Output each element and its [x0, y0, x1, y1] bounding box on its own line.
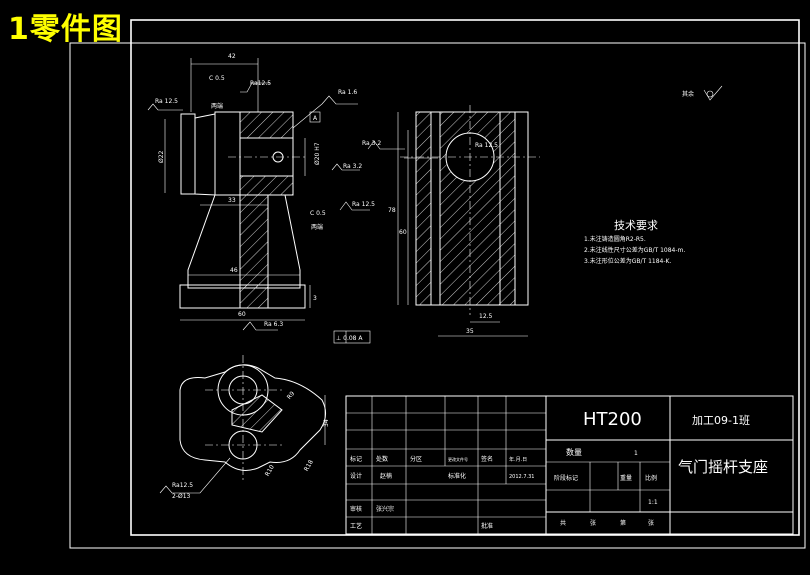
ra-12-5-bore: Ra 12.5	[475, 142, 498, 149]
tb-change-label: 更改文件号	[448, 456, 468, 462]
perpendicularity-tolerance: ⊥ 0.08 A	[336, 335, 363, 342]
tech-req-heading: 技术要求	[614, 219, 658, 232]
ra-12-5-hole: Ra12.5	[172, 482, 193, 489]
tech-req-item-2: 2.未注线性尺寸公差为GB/T 1084-m.	[584, 246, 685, 254]
dim-33: 33	[228, 197, 236, 204]
top-view: 34 R9 R10 R18 2-Ø13 Ra12.5	[159, 355, 330, 500]
both-ends-bottom: 两端	[311, 223, 323, 231]
title-block: 标记 处数 分区 更改文件号 签名 年.月.日 设计 赵楠 标准化 2012.7…	[345, 395, 794, 535]
tb-marks-label: 标记	[350, 455, 362, 463]
tb-design-label: 设计	[350, 472, 362, 480]
dim-12-5: 12.5	[479, 313, 493, 320]
chamfer-top: C 0.5	[209, 75, 225, 82]
tb-design-date: 2012.7.31	[509, 474, 534, 480]
tb-sign-label: 签名	[481, 455, 493, 463]
hole-spec: 2-Ø13	[172, 493, 191, 500]
dim-42: 42	[228, 53, 236, 60]
tb-standard-label: 标准化	[448, 472, 466, 480]
ra-3-2-a: Ra 3.2	[343, 163, 362, 170]
tb-scale-label: 比例	[645, 474, 657, 482]
tb-approve-label: 批准	[481, 522, 493, 530]
dim-r9: R9	[286, 390, 297, 401]
tb-designer: 赵楠	[380, 472, 392, 480]
rest-roughness-label: 其余	[682, 90, 694, 98]
chamfer-bottom: C 0.5	[310, 210, 326, 217]
both-ends-top: 两端	[211, 102, 223, 110]
dim-78: 78	[388, 207, 396, 214]
tech-req-item-1: 1.未注铸造圆角R2-R5.	[584, 235, 646, 243]
tb-reviewer: 张兴宗	[376, 505, 394, 513]
tb-process-label: 工艺	[350, 522, 362, 530]
tb-sheet-label: 第	[620, 519, 626, 527]
tb-review-label: 审核	[350, 505, 362, 513]
front-view: 42 Ø22 33 46 60 3 Ø20 H7 C 0.5 两端 Ra12.5…	[147, 53, 375, 344]
datum-a: A	[313, 115, 318, 122]
dim-60b: 60	[399, 229, 407, 236]
ra-12-5-left: Ra 12.5	[155, 98, 178, 105]
ra-12-5-top: Ra12.5	[250, 80, 271, 87]
dim-60: 60	[238, 311, 246, 318]
ra-6-3: Ra 6.3	[264, 321, 283, 328]
tb-sheets-label: 张	[590, 519, 596, 527]
dim-r18: R18	[303, 459, 315, 473]
tb-scale: 1:1	[648, 499, 658, 506]
dim-3: 3	[313, 295, 317, 302]
tb-material: HT200	[583, 409, 642, 430]
side-view: Ra 12.5 Ra 3.2 78 60 12.5 35	[362, 105, 540, 337]
tb-date-label: 年.月.日	[509, 456, 527, 463]
dim-r10: R10	[264, 464, 276, 478]
page-title: 1零件图	[8, 12, 123, 47]
dim-46: 46	[230, 267, 238, 274]
dim-phi20: Ø20 H7	[314, 142, 321, 165]
tb-part-name: 气门摇杆支座	[678, 458, 768, 476]
drawing-frame	[130, 19, 800, 536]
tb-quantity: 1	[634, 450, 638, 457]
tb-total-label: 共	[560, 519, 566, 527]
dim-35: 35	[466, 328, 474, 335]
ra-1-6: Ra 1.6	[338, 89, 357, 96]
ra-12-5-right: Ra 12.5	[352, 201, 375, 208]
tb-school: 加工09-1班	[692, 414, 750, 427]
outer-border	[69, 42, 806, 549]
tb-weight-label: 重量	[620, 474, 632, 482]
tech-req-item-3: 3.未注形位公差为GB/T 1184-K.	[584, 257, 671, 265]
tb-count-label: 处数	[376, 455, 388, 463]
roughness-symbol-icon	[703, 85, 723, 101]
tb-stage-label: 阶段标记	[554, 474, 578, 482]
dim-34: 34	[323, 419, 330, 427]
dim-phi22: Ø22	[158, 150, 165, 163]
technical-requirements: 技术要求 1.未注铸造圆角R2-R5. 2.未注线性尺寸公差为GB/T 1084…	[584, 219, 685, 265]
tb-quantity-label: 数量	[566, 447, 582, 457]
tb-zone-label: 分区	[410, 455, 422, 463]
ra-3-2-b: Ra 3.2	[362, 140, 381, 147]
tb-sheet-unit: 张	[648, 519, 654, 527]
